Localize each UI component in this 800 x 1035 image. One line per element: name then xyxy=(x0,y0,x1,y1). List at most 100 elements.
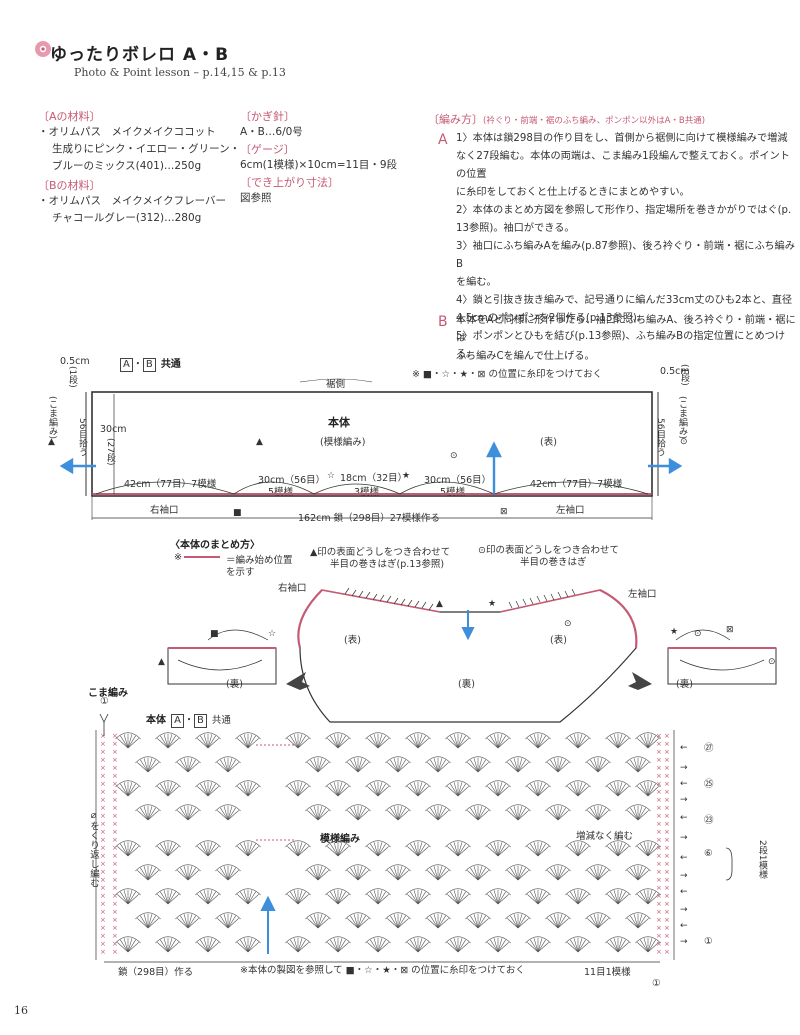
koma-circle: ① xyxy=(100,696,109,707)
marker-note: ※ ■・☆・★・⊠ の位置に糸印をつけておく xyxy=(412,369,603,380)
method-step-line: 13参照)。袖口ができる。 xyxy=(456,223,575,234)
sc-stitch: × xyxy=(664,876,670,884)
row-direction-arrow: → xyxy=(680,833,688,843)
box-b: B xyxy=(142,358,156,372)
sc-stitch: × xyxy=(100,868,106,876)
sc-stitch: × xyxy=(656,836,662,844)
svg-text:⊠: ⊠ xyxy=(500,507,508,517)
row-direction-arrow: → xyxy=(680,795,688,805)
stitch-fan xyxy=(215,756,241,773)
stitch-fan xyxy=(195,840,221,857)
sc-stitch: × xyxy=(100,812,106,820)
sc-stitch: × xyxy=(100,908,106,916)
stitch-fan xyxy=(385,804,411,821)
sc-stitch: × xyxy=(656,900,662,908)
method-a-steps: 1〉本体は鎖298目の作り目をし、首側から裾側に向けて模様編みで増減なく27段編… xyxy=(456,130,796,364)
sc-stitch: × xyxy=(656,756,662,764)
materials-b-line: チャコールグレー(312)…280g xyxy=(52,212,202,224)
right-sleeve-label: 右袖口 xyxy=(150,505,179,516)
stitch-fan xyxy=(505,912,531,929)
sc-stitch: × xyxy=(100,932,106,940)
seg2b-label: 5模様 xyxy=(268,487,294,498)
stitch-fan xyxy=(545,756,571,773)
sc-stitch: × xyxy=(664,908,670,916)
svg-text:★: ★ xyxy=(402,471,410,481)
size-value: 図参照 xyxy=(240,192,272,204)
stitch-fan xyxy=(175,756,201,773)
stitch-fan xyxy=(155,840,181,857)
left-top-rows: (1段) xyxy=(67,366,77,388)
sc-stitch: × xyxy=(100,804,106,812)
sc-stitch: × xyxy=(100,756,106,764)
stitch-fan xyxy=(465,912,491,929)
sc-stitch: × xyxy=(664,892,670,900)
sc-stitch: × xyxy=(112,732,118,740)
sc-stitch: × xyxy=(664,820,670,828)
stitch-fan xyxy=(425,864,451,881)
legend-mark: ※ xyxy=(174,552,182,563)
stitch-fan xyxy=(115,888,141,905)
materials-b-line: ・オリムパス メイクメイクフレーバー xyxy=(38,195,227,207)
stitch-fan xyxy=(235,780,261,797)
sc-stitch: × xyxy=(112,940,118,948)
stitch-fan xyxy=(445,936,471,953)
method-step-line: 5〉ポンポンとひもを結び(p.13参照)、ふち編みBの指定位置にとめつける。 xyxy=(456,331,786,360)
stitch-fan xyxy=(115,840,141,857)
sc-stitch: × xyxy=(656,892,662,900)
sc-stitch: × xyxy=(656,828,662,836)
seg3-label: 18cm（32目） xyxy=(340,473,408,484)
method-step-line: 本体をAと同様に形作ったら、袖口にふち編みA、後ろ衿ぐり・前端・裾には xyxy=(456,315,796,344)
stitch-fan xyxy=(465,864,491,881)
svg-text:■: ■ xyxy=(233,508,242,518)
sc-stitch: × xyxy=(664,748,670,756)
stitch-fan xyxy=(465,804,491,821)
row-23: ㉓ xyxy=(704,815,714,826)
stitch-fan xyxy=(285,732,311,749)
svg-text:▲: ▲ xyxy=(436,599,443,609)
stitch-fan xyxy=(605,936,631,953)
stitch-fan xyxy=(605,840,631,857)
page-subtitle: Photo & Point lesson – p.14,15 & p.13 xyxy=(74,66,286,79)
sc-stitch: × xyxy=(100,780,106,788)
sc-stitch: × xyxy=(656,916,662,924)
sc-stitch: × xyxy=(112,924,118,932)
stitch-fan xyxy=(525,732,551,749)
stitch-fan xyxy=(285,936,311,953)
stitch-fan xyxy=(635,780,661,797)
sc-stitch: × xyxy=(664,924,670,932)
sc-stitch: × xyxy=(100,748,106,756)
no-change-label: 増減なく編む xyxy=(576,831,634,842)
sc-stitch: × xyxy=(112,892,118,900)
row-direction-arrow: ← xyxy=(680,743,688,753)
method-step-line: を編む。 xyxy=(456,277,497,288)
stitch-fan xyxy=(525,840,551,857)
sc-stitch: × xyxy=(664,884,670,892)
sc-stitch: × xyxy=(100,860,106,868)
svg-text:☆: ☆ xyxy=(327,471,335,481)
sc-stitch: × xyxy=(112,748,118,756)
stitch-fan xyxy=(215,912,241,929)
row-direction-arrow: → xyxy=(680,763,688,773)
sc-stitch: × xyxy=(664,868,670,876)
stitch-fan xyxy=(365,780,391,797)
sc-stitch: × xyxy=(656,764,662,772)
hook-heading: 〔かぎ針〕 xyxy=(240,110,295,123)
stitch-fan xyxy=(155,936,181,953)
method-heading-note: (衿ぐり・前端・裾のふち編み、ポンポン以外はA・B共通) xyxy=(483,116,706,126)
stitch-fan xyxy=(235,936,261,953)
sc-stitch: × xyxy=(656,812,662,820)
left-sleeve-label: 左袖口 xyxy=(556,505,585,516)
method-a-mark: A xyxy=(438,132,448,148)
sc-stitch: × xyxy=(656,804,662,812)
sc-stitch: × xyxy=(664,844,670,852)
stitch-fan xyxy=(545,912,571,929)
right-sleeve-label-2: 右袖口 xyxy=(278,583,307,594)
chart-box-a: A xyxy=(171,714,184,728)
ura-center: (裏) xyxy=(458,679,475,690)
stitch-fan xyxy=(175,912,201,929)
sc-stitch: × xyxy=(112,916,118,924)
left-pick-label: 56目拾う xyxy=(77,418,87,457)
svg-text:⊙: ⊙ xyxy=(564,619,572,629)
legend-text2: を示す xyxy=(226,567,255,578)
